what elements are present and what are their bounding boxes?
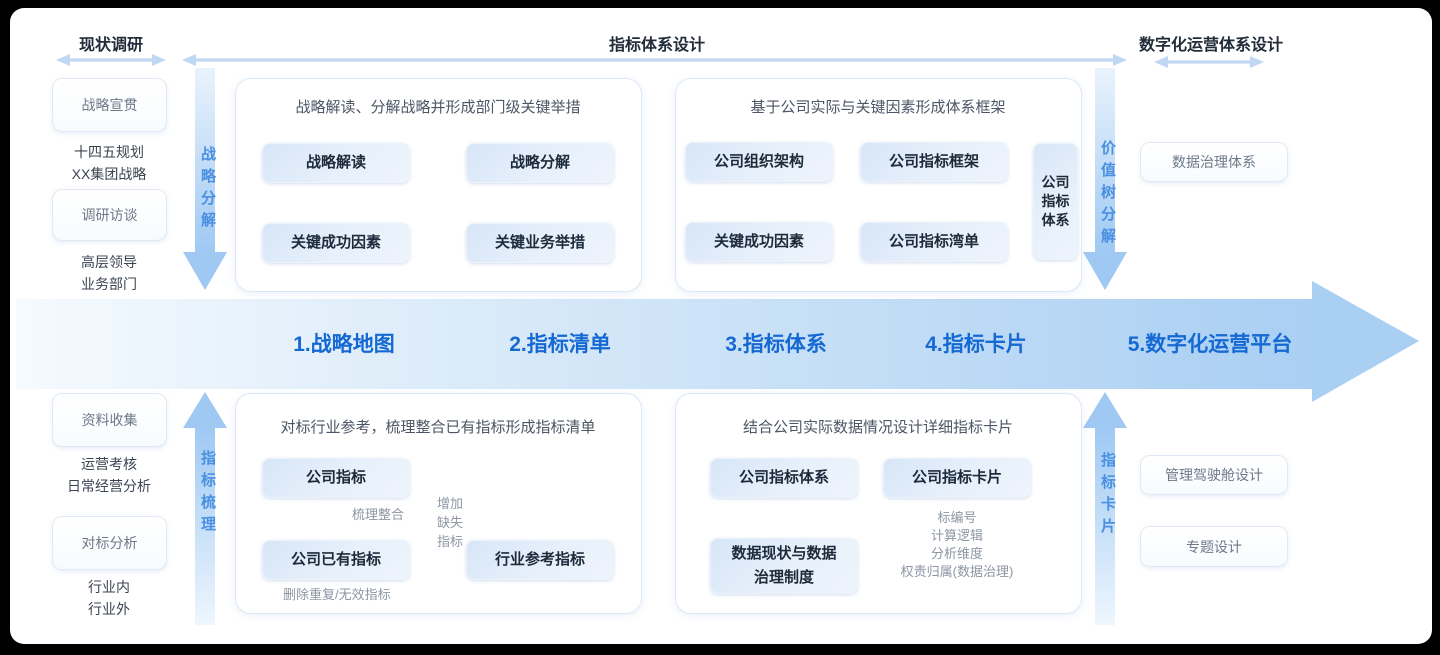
digital-box-dashboard-design: 管理驾驶舱设计: [1140, 455, 1288, 495]
flow-step-5: 5.数字化运营平台: [1127, 333, 1293, 356]
label-metric-card: 指标卡片: [1099, 452, 1116, 540]
survey-box-strategy-briefing: 战略宣贯: [52, 78, 167, 132]
box-company-metric-list: 公司指标湾单: [860, 222, 1008, 262]
panel-strategy-title: 战略解读、分解战略并形成部门级关键举措: [295, 99, 581, 116]
survey-note-industry: 行业内 行业外: [88, 579, 130, 617]
survey-note-leaders: 高层领导 业务部门: [81, 254, 137, 292]
survey-note-planning: 十四五规划 XX集团战略: [71, 144, 147, 182]
box-key-success-factors-2: 关键成功因素: [685, 222, 833, 262]
flow-step-4: 4.指标卡片: [925, 333, 1027, 356]
panel-card-title: 结合公司实际数据情况设计详细指标卡片: [742, 419, 1014, 436]
box-company-metrics: 公司指标: [262, 458, 410, 498]
box-strategy-interpretation: 战略解读: [262, 143, 410, 183]
box-data-status-governance: 数据现状与数据 治理制度: [710, 538, 858, 594]
survey-note-operation: 运营考核 日常经营分析: [67, 456, 151, 494]
flow-step-2: 2.指标清单: [509, 333, 611, 356]
label-remove-duplicates: 删除重复/无效指标: [283, 587, 391, 602]
phase3-range-arrow: [1154, 56, 1264, 68]
survey-box-interview: 调研访谈: [52, 189, 167, 241]
box-company-existing-metrics: 公司已有指标: [262, 540, 410, 580]
digital-box-topic-design: 专题设计: [1140, 526, 1288, 567]
phase1-range-arrow: [56, 54, 166, 66]
phase-title-metric-system-design: 指标体系设计: [608, 37, 706, 54]
value-tree-arrow: [1083, 68, 1127, 290]
box-company-metric-system: 公司指标体系: [710, 458, 858, 498]
strategy-decompose-arrow: [183, 68, 227, 290]
label-sort-integrate: 梳理整合: [352, 507, 405, 522]
box-key-success-factors: 关键成功因素: [262, 223, 410, 263]
box-strategy-decomposition: 战略分解: [466, 143, 614, 183]
label-metric-sorting: 指标梳理: [199, 450, 216, 538]
metric-card-arrow: [1083, 392, 1127, 625]
panel-inventory-title: 对标行业参考，梳理整合已有指标形成指标清单: [280, 419, 596, 436]
phase2-range-arrow: [182, 54, 1127, 66]
label-value-tree-decompose: 价值树分解: [1099, 140, 1116, 250]
digital-box-data-governance: 数据治理体系: [1140, 142, 1288, 182]
box-company-metric-system-result: 公司指标体系: [1033, 143, 1078, 260]
panel-framework-title: 基于公司实际与关键因素形成体系框架: [750, 99, 1006, 116]
box-industry-reference-metrics: 行业参考指标: [466, 540, 614, 580]
box-company-org-structure: 公司组织架构: [685, 142, 833, 182]
metric-sorting-arrow: [183, 392, 227, 625]
phase-title-survey: 现状调研: [78, 37, 144, 54]
main-flow-arrow: [16, 281, 1419, 402]
box-key-business-initiatives: 关键业务举措: [466, 223, 614, 263]
phase-title-digital-operation-design: 数字化运营体系设计: [1138, 37, 1284, 54]
flow-step-3: 3.指标体系: [725, 333, 827, 356]
box-company-metric-framework: 公司指标框架: [860, 142, 1008, 182]
label-add-missing-metrics: 增加 缺失 指标: [436, 496, 464, 549]
box-company-metric-card: 公司指标卡片: [883, 458, 1031, 498]
flow-step-1: 1.战略地图: [293, 333, 395, 356]
survey-box-benchmark-analysis: 对标分析: [52, 516, 167, 570]
label-strategy-decompose: 战略分解: [199, 146, 216, 234]
label-card-attributes: 标编号 计算逻辑 分析维度 权责归属(数据治理): [900, 510, 1014, 579]
survey-box-data-collection: 资料收集: [52, 393, 167, 447]
